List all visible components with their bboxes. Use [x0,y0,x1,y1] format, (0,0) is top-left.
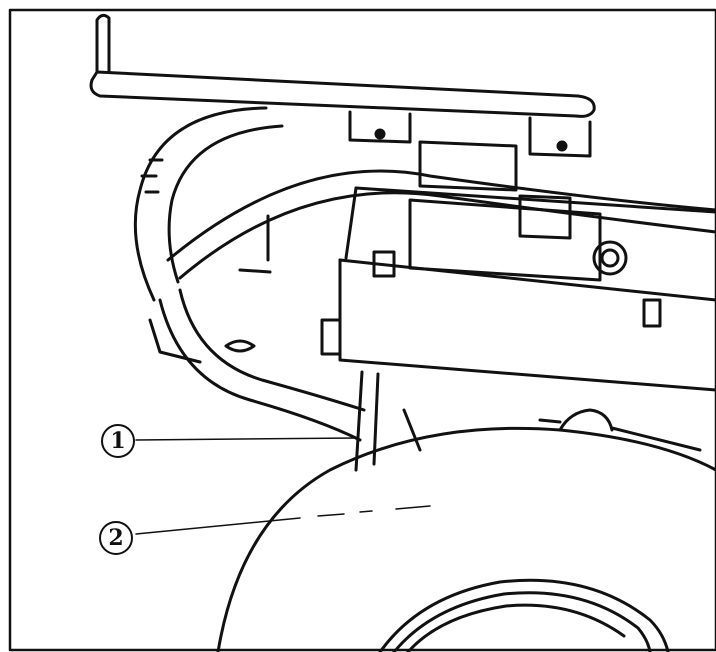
rear-rack [89,13,596,158]
tubular-frame [133,106,716,442]
rear-tyre [216,408,716,652]
leader-line-1 [135,437,357,441]
leader-line-2 [135,517,301,535]
callout-1: 1 [101,424,135,458]
support-bracket [354,370,422,472]
callout-2: 2 [99,521,133,555]
figure-frame [8,8,716,652]
battery-box [224,140,716,392]
